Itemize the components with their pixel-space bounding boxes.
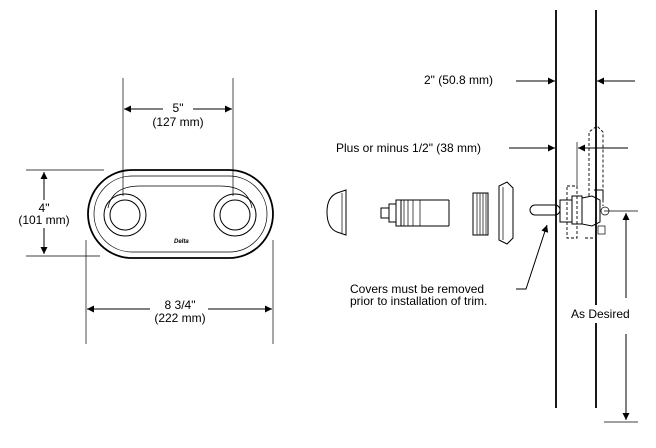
right-valve-ring-outer [213,193,257,237]
flange-plate [498,181,514,245]
cartridge-sleeve [380,199,450,227]
covers-note: Covers must be removed prior to installa… [350,224,549,308]
brand-logo: Delta [174,239,189,245]
as-desired-dimension: As Desired [566,210,654,423]
spacing-mm-label: (127 mm) [152,115,203,129]
threaded-ring [472,192,489,236]
covers-outline [566,185,578,239]
height-dimension: 4" (101 mm) [14,169,104,257]
height-inch-label: 4" [39,201,50,215]
handle-cap [326,189,347,236]
escutcheon-front-view: Delta [87,169,274,259]
left-valve-ring-outer [103,193,147,237]
trim-parts-exploded [326,181,514,245]
tolerance-label: Plus or minus 1/2" (38 mm) [336,141,481,155]
wall-section [555,10,597,408]
riser-hidden-line [588,125,604,206]
escutcheon-bevel [107,185,253,209]
left-valve-ring-inner [109,199,141,231]
spacing-inch-label: 5" [173,101,184,115]
covers-note-line2: prior to installation of trim. [350,294,487,308]
escutcheon-inner-edge [93,175,268,253]
height-mm-label: (101 mm) [18,213,69,227]
spacing-dimension: 5" (127 mm) [122,78,234,196]
right-valve-ring-inner [219,199,251,231]
wall-offset-dimension: 2" (50.8 mm) [424,73,635,87]
escutcheon-outer-edge [87,169,274,259]
width-mm-label: (222 mm) [154,311,205,325]
width-dimension: 8 3/4" (222 mm) [85,240,274,344]
covers-leader-line [516,224,549,290]
valve-body [529,125,610,239]
as-desired-label: As Desired [571,307,630,321]
wall-offset-label: 2" (50.8 mm) [424,73,493,87]
covers-note-line1: Covers must be removed [350,282,484,296]
width-inch-label: 8 3/4" [165,298,196,312]
tolerance-dimension: Plus or minus 1/2" (38 mm) [336,141,628,186]
